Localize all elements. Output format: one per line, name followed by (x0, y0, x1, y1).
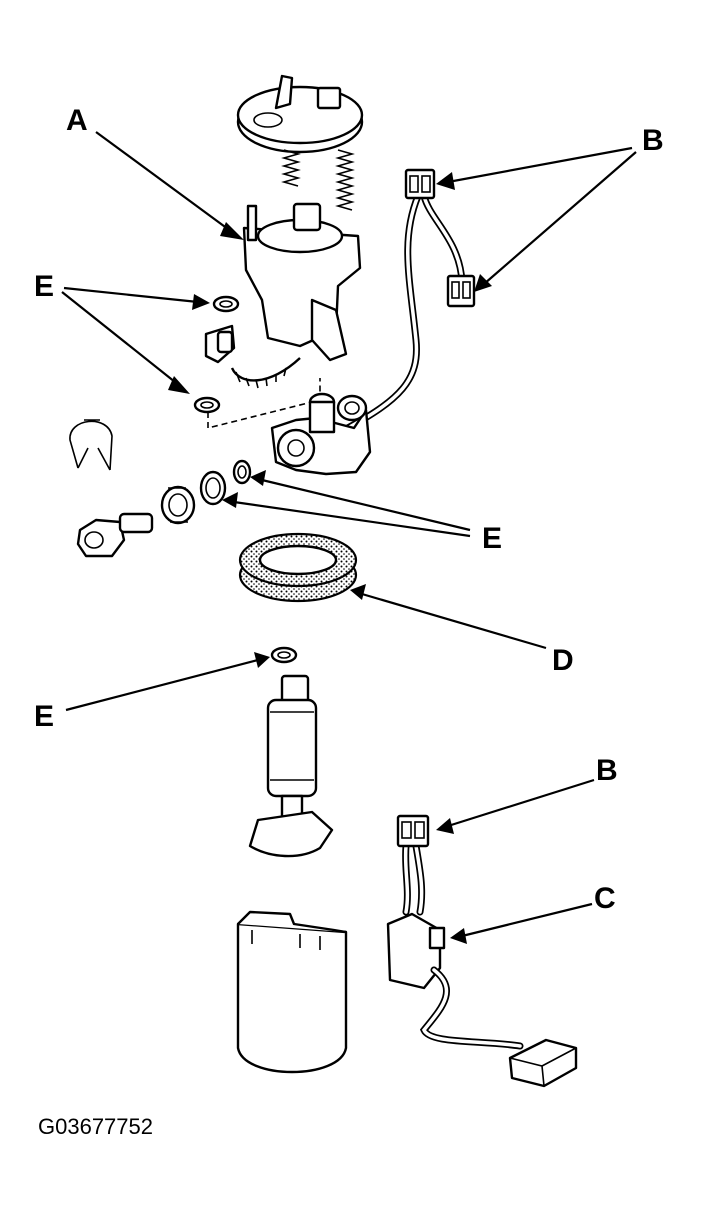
tank-seal-ring (238, 532, 358, 603)
fuel-pump (248, 674, 334, 858)
callout-c: C (594, 882, 616, 915)
o-ring-pump (270, 646, 298, 664)
leader-e-mid-1 (250, 470, 471, 532)
leader-e-low (65, 652, 270, 712)
leader-e-left-1 (63, 286, 210, 310)
leader-b-upper-1 (436, 146, 633, 190)
leader-e-mid-2 (222, 492, 471, 538)
o-ring-lower-inner (200, 401, 214, 409)
o-ring-upper-inner (219, 300, 233, 308)
retaining-clip (69, 419, 113, 471)
outlet-fitting-and-seals (76, 459, 252, 558)
leader-e-left-2 (61, 291, 190, 394)
figure-id: G03677752 (38, 1114, 153, 1139)
callout-b-upper: B (642, 124, 664, 157)
pump-housing (236, 910, 348, 1074)
callout-e-mid: E (482, 522, 502, 555)
harness-connector-upper (340, 168, 476, 434)
leader-b-upper-2 (474, 151, 637, 292)
leader-d (350, 584, 547, 650)
o-ring-upper (212, 295, 240, 313)
callout-e-left: E (34, 270, 54, 303)
leader-b-low (436, 778, 595, 834)
callout-d: D (552, 644, 574, 677)
leader-c (450, 902, 593, 944)
o-ring-pump-inner (277, 651, 291, 659)
callout-e-low: E (34, 700, 54, 733)
fuel-level-sender (386, 814, 578, 1088)
callout-a: A (66, 104, 88, 137)
callout-b-lower: B (596, 754, 618, 787)
o-ring-lower (193, 396, 221, 414)
leader-a (95, 131, 244, 240)
pump-module-assembly (204, 74, 364, 430)
pressure-regulator-block (270, 392, 372, 476)
